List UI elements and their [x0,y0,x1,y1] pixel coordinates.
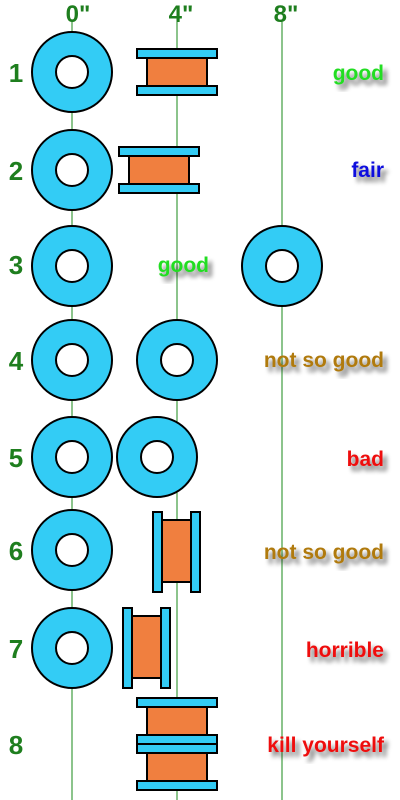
row-number-8: 8 [9,730,23,760]
rating-row3: good [158,254,209,277]
spool-row2 [118,146,200,194]
washer-row3-left [31,225,113,307]
washer-row5-middle [116,416,198,498]
row-number-5: 5 [9,443,23,473]
rating-row6: not so good [264,541,384,564]
column-header-8in: 8" [274,1,299,28]
rating-row2: fair [351,159,384,182]
rating-row8: kill yourself [267,734,385,757]
spool-row7 [122,607,171,689]
spool-row1 [136,48,218,96]
column-header-0in: 0" [66,1,91,28]
rating-row1: good [333,62,384,85]
rating-row4: not so good [264,349,384,372]
row-number-7: 7 [9,634,23,664]
washer-row1-left [31,31,113,113]
washer-row2-left [31,129,113,211]
row-number-1: 1 [9,58,23,88]
spool-stack-row8 [136,697,218,791]
rating-row7: horrible [306,639,384,662]
row-number-2: 2 [9,156,23,186]
washer-row6-left [31,509,113,591]
row-number-6: 6 [9,536,23,566]
row-number-4: 4 [9,346,24,376]
column-header-4in: 4" [169,1,194,28]
spool-row6 [152,511,201,593]
washer-row7-left [31,607,113,689]
washer-row4-middle [136,319,218,401]
rating-row5: bad [347,448,384,471]
row-number-3: 3 [9,250,23,280]
washer-row4-left [31,319,113,401]
washer-row3-right [241,225,323,307]
washer-row5-left [31,416,113,498]
